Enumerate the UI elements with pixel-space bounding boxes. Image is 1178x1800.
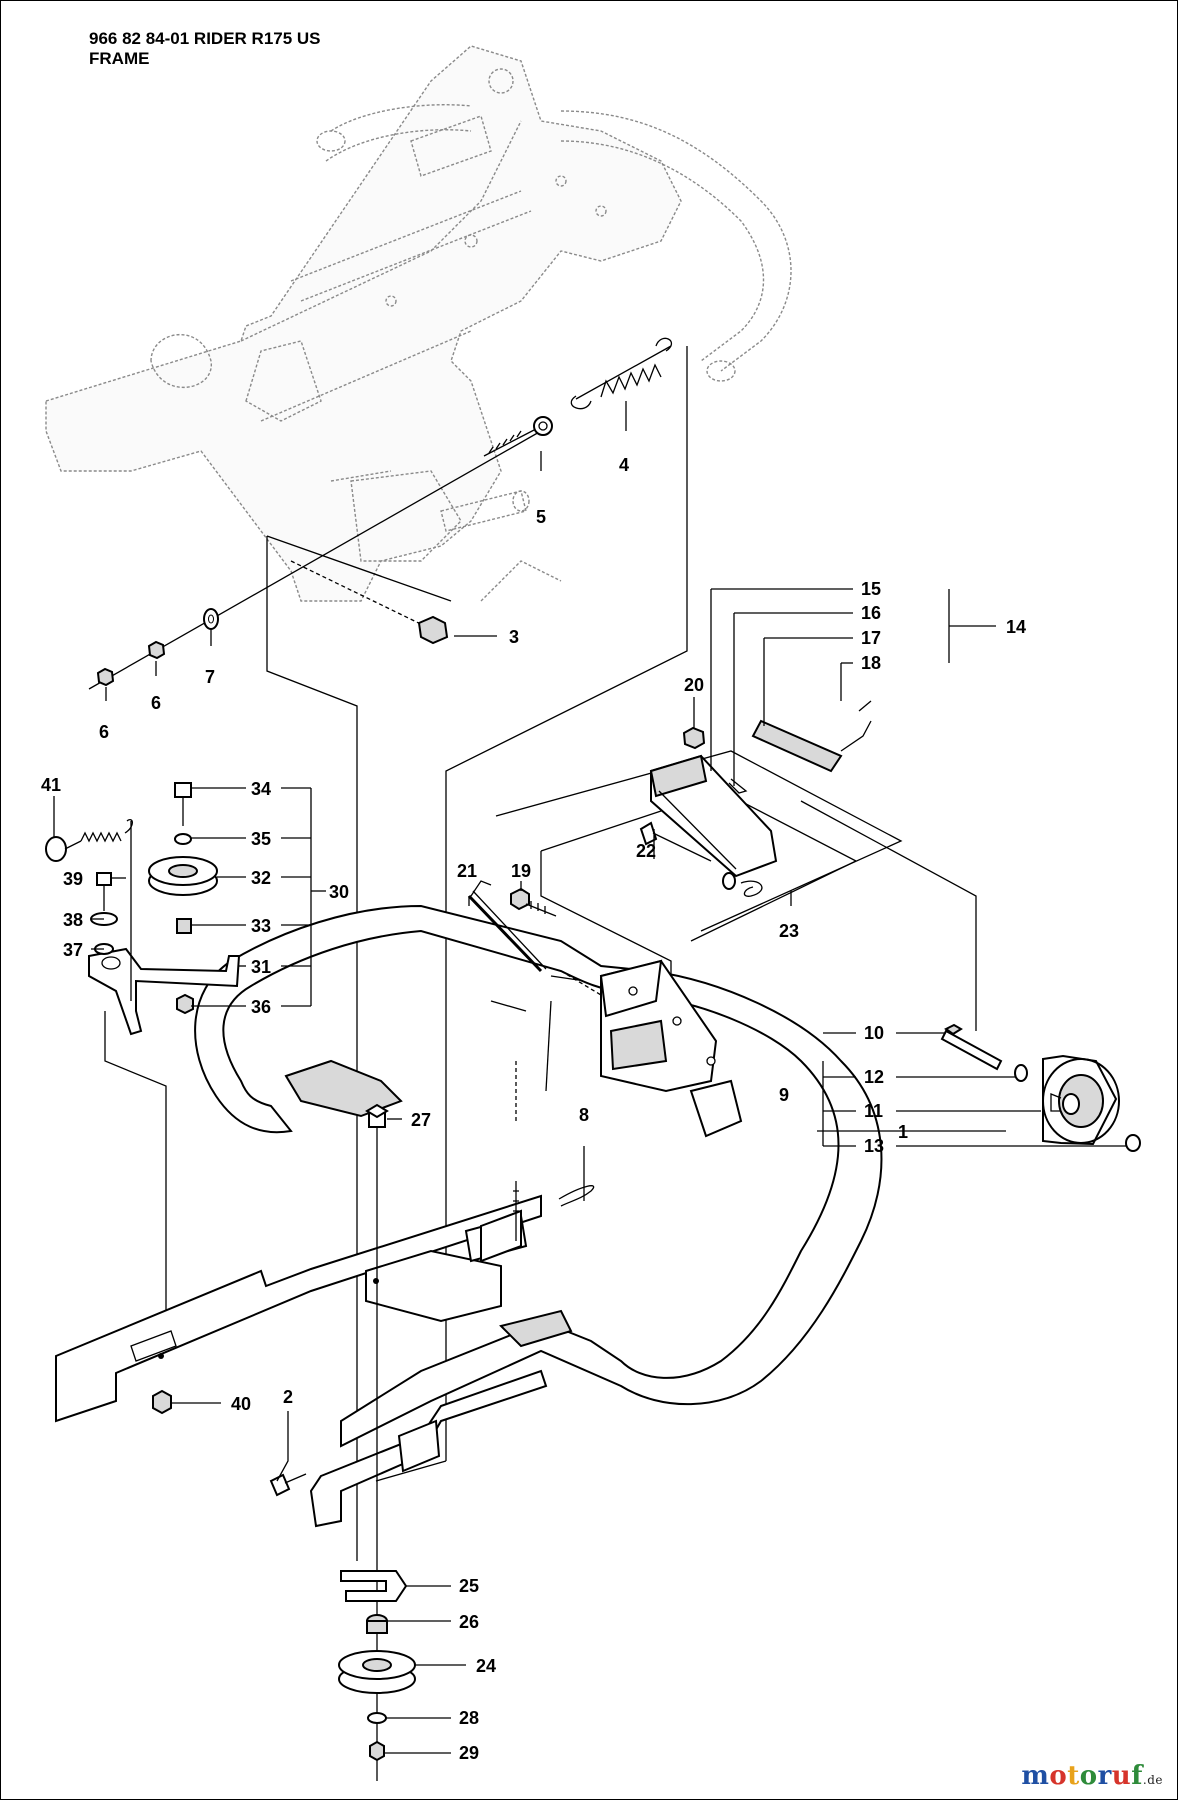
wheel-assembly (940, 1023, 1141, 1152)
callout-1: 1 (898, 1122, 908, 1142)
pedal-assembly (639, 700, 872, 897)
callout-4: 4 (619, 455, 629, 475)
callout-numbers: 1 2 3 4 5 6 6 7 8 9 10 11 12 13 14 15 16… (41, 455, 1026, 1763)
assembly-guide-lines (104, 346, 977, 1561)
callout-10: 10 (864, 1023, 884, 1043)
callout-28: 28 (459, 1708, 479, 1728)
callout-37: 37 (63, 940, 83, 960)
callout-20: 20 (684, 675, 704, 695)
callout-26: 26 (459, 1612, 479, 1632)
main-frame-ghost (45, 45, 792, 602)
callout-17: 17 (861, 628, 881, 648)
idler-arm-assembly (45, 782, 241, 1036)
callout-29: 29 (459, 1743, 479, 1763)
callout-7: 7 (205, 667, 215, 687)
watermark-text: motoruf (1021, 1761, 1143, 1791)
adjuster-rod-assembly (88, 337, 673, 690)
callout-30: 30 (329, 882, 349, 902)
callout-21: 21 (457, 861, 477, 881)
callout-19: 19 (511, 861, 531, 881)
callout-6a: 6 (151, 693, 161, 713)
pedal-hinge-bracket (599, 959, 743, 1138)
watermark-logo: motoruf.de (1021, 1761, 1163, 1791)
linkage-rod-part-21 (467, 880, 557, 973)
watermark-suffix: .de (1142, 1773, 1163, 1787)
callout-27: 27 (411, 1110, 431, 1130)
callout-15: 15 (861, 579, 881, 599)
diagram-header: 966 82 84-01 RIDER R175 US FRAME (89, 29, 321, 69)
callout-34: 34 (251, 779, 271, 799)
callout-36: 36 (251, 997, 271, 1017)
callout-13: 13 (864, 1136, 884, 1156)
callout-18: 18 (861, 653, 881, 673)
lower-pulley-stack (152, 1103, 595, 1781)
mower-frame-part-1 (55, 904, 883, 1528)
callout-39: 39 (63, 869, 83, 889)
callout-40: 40 (231, 1394, 251, 1414)
callout-23: 23 (779, 921, 799, 941)
callout-25: 25 (459, 1576, 479, 1596)
diagram-section-title: FRAME (89, 49, 150, 68)
callout-2: 2 (283, 1387, 293, 1407)
callout-24: 24 (476, 1656, 496, 1676)
callout-31: 31 (251, 957, 271, 977)
callout-14: 14 (1006, 617, 1026, 637)
callout-11: 11 (864, 1101, 883, 1121)
callout-9: 9 (779, 1085, 789, 1105)
diagram-model-title: 966 82 84-01 RIDER R175 US (89, 29, 321, 48)
leader-lines (53, 401, 1126, 1754)
callout-22: 22 (636, 841, 656, 861)
callout-32: 32 (251, 868, 271, 888)
callout-8: 8 (579, 1105, 589, 1125)
callout-35: 35 (251, 829, 271, 849)
callout-12: 12 (864, 1067, 884, 1087)
callout-6b: 6 (99, 722, 109, 742)
callout-38: 38 (63, 910, 83, 930)
callout-16: 16 (861, 603, 881, 623)
callout-41: 41 (41, 775, 61, 795)
callout-5: 5 (536, 507, 546, 527)
callout-33: 33 (251, 916, 271, 936)
callout-3: 3 (509, 627, 519, 647)
